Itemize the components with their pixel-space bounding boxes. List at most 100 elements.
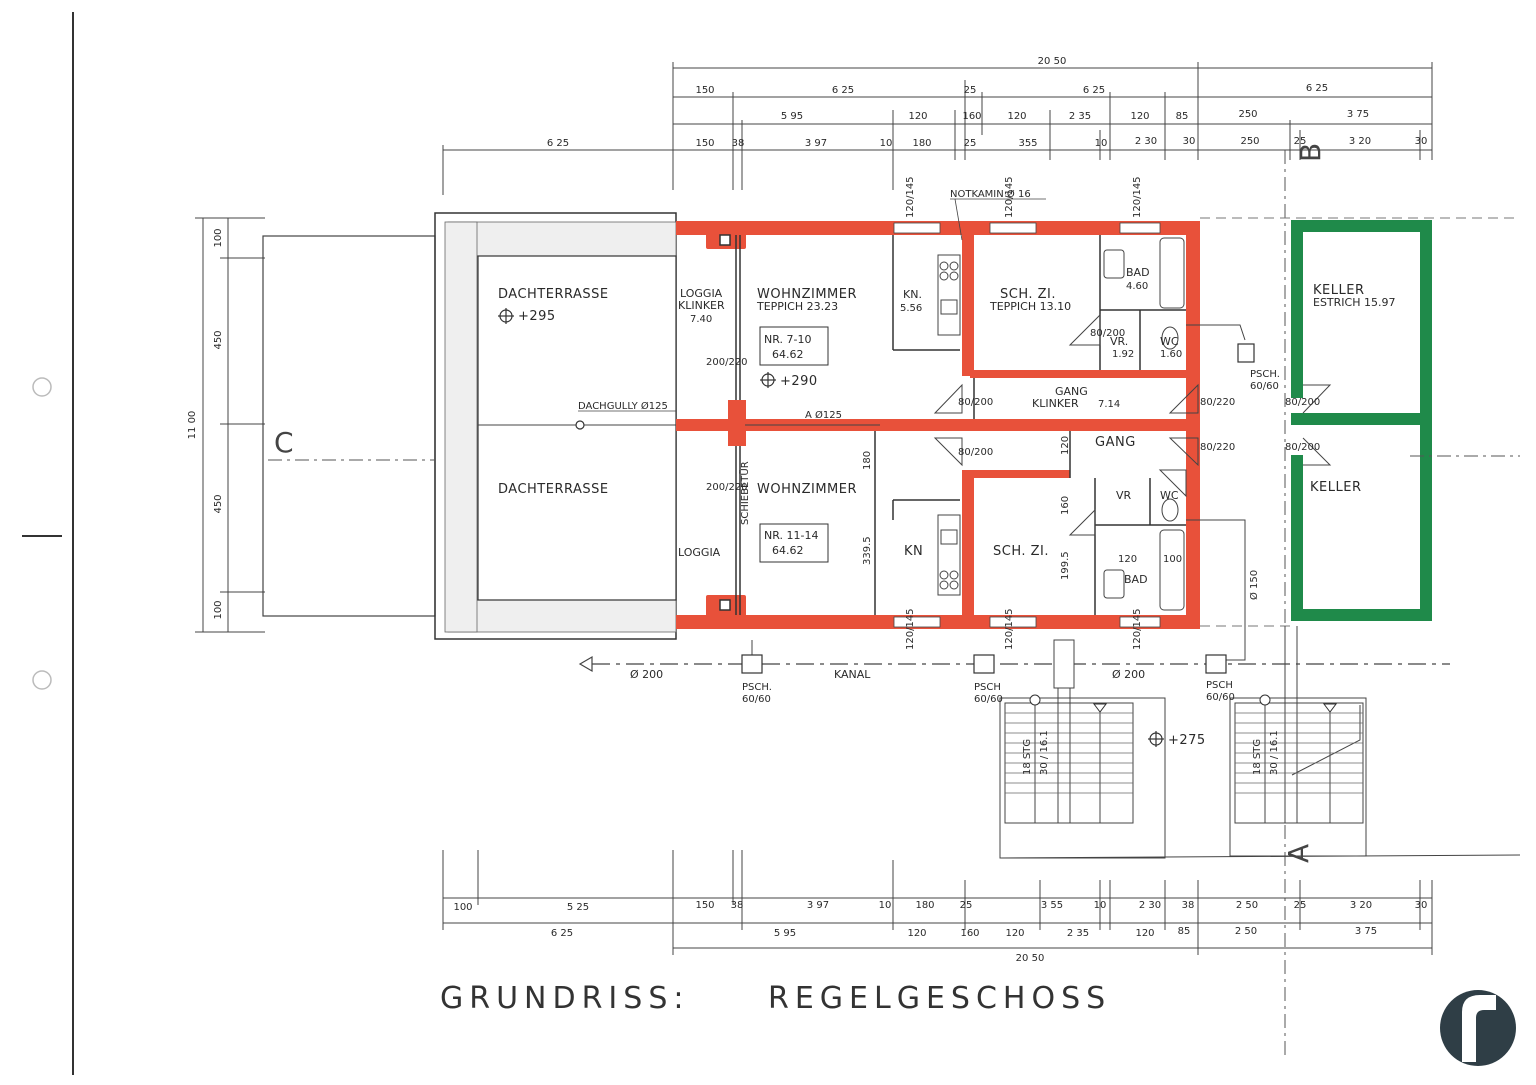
room-keller-bottom: KELLER [1310,480,1361,495]
psch-1-size: 60/60 [742,694,771,705]
win-120-145-d: 120/145 [905,608,916,650]
unit-box-bottom [759,523,829,563]
psch-2-size: 60/60 [974,694,1003,705]
win-120-145-b: 120/145 [1004,176,1015,218]
svg-text:3 97: 3 97 [807,900,829,911]
stair-arrow-icon [1323,703,1337,713]
bath-fixture-icon [1103,237,1185,611]
svg-text:6 25: 6 25 [1083,85,1105,96]
room-bad-bottom: BAD [1124,573,1148,586]
psch-3-size: 60/60 [1206,692,1235,703]
svg-text:2 30: 2 30 [1139,900,1161,911]
stair-start-icon [1029,694,1041,706]
door-80-220-a: 80/220 [1200,397,1235,408]
svg-text:6 25: 6 25 [547,138,569,149]
svg-text:180: 180 [912,138,931,149]
walls-green [1291,220,1432,621]
room-vr-top-area: 1.92 [1112,349,1134,360]
section-mark-c: C [274,426,294,459]
dim-left-3: 450 [213,494,224,513]
stair-arrow-icon [1093,703,1107,713]
svg-text:5 25: 5 25 [567,902,589,913]
svg-text:2 30: 2 30 [1135,136,1157,147]
room-wc-top-area: 1.60 [1160,349,1182,360]
room-vr-top: VR. [1110,335,1128,348]
section-mark-a: A [1282,844,1315,863]
keller-door-arcs [1302,384,1332,466]
room-loggia-bottom: LOGGIA [678,546,721,559]
svg-text:38: 38 [732,138,745,149]
svg-text:38: 38 [1182,900,1195,911]
dim-100: 100 [1163,554,1182,565]
door-200-220-b: 200/220 [706,482,748,493]
pillar-marks [719,234,731,611]
dims-bottom-row1: 100 5 25 150 38 3 97 10 180 25 3 55 10 2… [453,900,1427,913]
kanal-arrow-icon [578,655,593,673]
room-keller-top-floor: ESTRICH 15.97 [1313,296,1395,309]
d200-right-label: Ø 200 [1112,668,1145,681]
win-120-145-f: 120/145 [1132,608,1143,650]
svg-text:6 25: 6 25 [551,928,573,939]
room-gang-bottom: GANG [1095,435,1136,450]
svg-text:6 25: 6 25 [1306,83,1328,94]
room-loggia-top-floor: KLINKER [678,299,725,312]
dim-120: 120 [1060,436,1071,455]
staircase-right-steps [1235,712,1363,794]
stair-start-icon [1259,694,1271,706]
notkamin-label: NOTKAMIN Ø 16 [950,188,1031,200]
inspection-shaft-icon [741,343,1255,674]
dim-total-top: 20 50 [1038,56,1067,67]
door-arc-icon [933,313,1199,536]
dims-bottom-row2: 6 25 5 95 120 160 120 2 35 120 85 2 50 3… [551,926,1377,939]
dims-top-row2: 5 95 120 160 120 2 35 120 85 250 3 75 [781,109,1369,122]
room-gang-top-area: 7.14 [1098,399,1120,410]
kanal-label: KANAL [834,668,871,681]
svg-text:250: 250 [1240,136,1259,147]
schiebetuer-label: SCHIEBETÜR [738,461,751,525]
svg-text:100: 100 [453,902,472,913]
room-labels: DACHTERRASSE +295 DACHTERRASSE LOGGIA KL… [498,266,1395,586]
punch-hole-icon [32,670,52,690]
door-80-200-e: 80/200 [1285,442,1320,453]
ao125-label: A Ø125 [805,409,842,421]
dim-total-bottom: 20 50 [1016,953,1045,964]
section-mark-b: B [1294,143,1327,162]
room-dachterrasse-bottom: DACHTERRASSE [498,482,609,497]
svg-text:180: 180 [915,900,934,911]
level-marker-icon [498,308,1164,747]
staircase-left-steps [1005,712,1133,794]
room-schzi-bottom: SCH. ZI. [993,544,1049,559]
room-dachterrasse-top: DACHTERRASSE [498,287,609,302]
room-kn-top-area: 5.56 [900,303,922,314]
svg-text:30: 30 [1415,900,1428,911]
dims-top-row1: 150 6 25 25 6 25 6 25 [695,83,1328,96]
d150-label: Ø 150 [1248,570,1260,600]
staircase-right [1229,626,1367,857]
svg-text:120: 120 [1007,111,1026,122]
win-120-145-a: 120/145 [905,176,916,218]
gully-icon [575,420,585,430]
svg-text:355: 355 [1018,138,1037,149]
dim-180: 180 [862,451,873,470]
svg-text:3 20: 3 20 [1349,136,1371,147]
svg-text:30: 30 [1183,136,1196,147]
svg-text:120: 120 [907,928,926,939]
room-wc-top: WC [1160,335,1179,348]
dachgully-label: DACHGULLY Ø125 [578,400,668,412]
door-80-200-c: 80/200 [1090,328,1125,339]
svg-text:2 50: 2 50 [1236,900,1258,911]
svg-text:3 75: 3 75 [1347,109,1369,120]
svg-text:3 55: 3 55 [1041,900,1063,911]
svg-text:25: 25 [964,138,977,149]
svg-text:10: 10 [1095,138,1108,149]
title-regelgeschoss: REGELGESCHOSS [768,981,1111,1016]
dim-160: 160 [1060,496,1071,515]
unit-top-nr: NR. 7-10 [764,333,811,346]
door-80-200-b: 80/200 [958,447,993,458]
svg-text:160: 160 [960,928,979,939]
svg-text:25: 25 [964,85,977,96]
svg-text:3 97: 3 97 [805,138,827,149]
psch-4: PSCH. [1250,369,1280,380]
room-keller-top: KELLER [1313,283,1364,298]
